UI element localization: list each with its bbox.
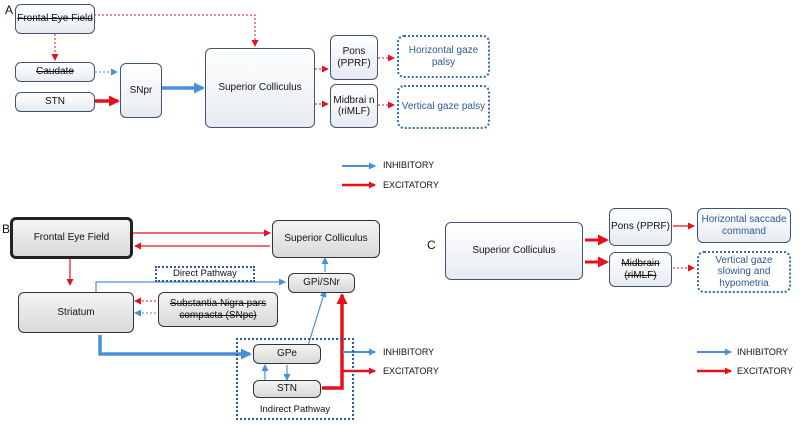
pons-label-c: Pons (PPRF) (611, 221, 670, 233)
superior-colliculus-node-b: Superior Colliculus (272, 220, 380, 258)
legend-a-inhibitory-label: INHIBITORY (383, 160, 435, 170)
substantia-nigra-label: Substantia Nigra pars compacta (SNpc) (169, 298, 267, 321)
superior-colliculus-node-a: Superior Colliculus (205, 48, 315, 128)
horizontal-gaze-palsy-node: Horizontal gaze palsy (397, 35, 490, 78)
gpi-snr-label: GPi/SNr (303, 277, 340, 289)
substantia-nigra-node: Substantia Nigra pars compacta (SNpc) (158, 292, 278, 327)
vertical-gaze-palsy-label: Vertical gaze palsy (401, 101, 486, 113)
snpr-label: SNpr (129, 84, 153, 96)
gpe-node: GPe (253, 344, 321, 364)
panel-c-label: C (427, 238, 436, 252)
stn-node-b: STN (253, 380, 321, 398)
stn-node-a: STN (15, 92, 95, 112)
arrow-striatum-to-gpisnr (95, 278, 286, 292)
pons-node-a: Pons (PPRF) (330, 35, 378, 80)
arrow-striatum-to-gpe (98, 335, 252, 360)
caudate-label: Caudate (36, 66, 74, 78)
horizontal-gaze-palsy-label: Horizontal gaze palsy (408, 45, 479, 68)
superior-colliculus-label-c: Superior Colliculus (472, 245, 556, 257)
striatum-label: Striatum (57, 306, 95, 318)
arrow-gpe-to-gpisnr (305, 290, 327, 353)
legend-c-inhibitory-label: INHIBITORY (737, 347, 789, 357)
midbrain-node-a: Midbrai n (riMLF) (330, 84, 378, 128)
legend-b-excitatory-label: EXCITATORY (383, 366, 439, 376)
caudate-node: Caudate (15, 62, 95, 82)
vertical-gaze-palsy-node: Vertical gaze palsy (397, 85, 490, 129)
direct-pathway-label: Direct Pathway (173, 268, 237, 279)
frontal-eye-field-node-b: Frontal Eye Field (10, 217, 133, 259)
vertical-gaze-slowing-label: Vertical gaze slowing and hypometria (715, 254, 773, 289)
midbrain-label-a: Midbrai n (riMLF) (333, 94, 375, 118)
panel-b-label: B (2, 222, 11, 236)
frontal-eye-field-label-a: Frontal Eye Field (17, 13, 93, 25)
midbrain-node-c: Midbrain (riMLF) (609, 252, 672, 287)
legend-c-excitatory-label: EXCITATORY (737, 366, 793, 376)
arrow-stn-to-gpisnr (322, 293, 348, 390)
gpi-snr-node: GPi/SNr (288, 273, 355, 293)
direct-pathway-frame (155, 266, 255, 282)
horizontal-saccade-node: Horizontal saccade command (697, 208, 791, 243)
striatum-node: Striatum (18, 292, 134, 333)
superior-colliculus-label-b: Superior Colliculus (284, 233, 368, 245)
pons-label-a: Pons (PPRF) (337, 46, 371, 69)
arrow-fef-to-sc (78, 14, 259, 47)
snpr-node: SNpr (120, 63, 162, 118)
indirect-pathway-label: Indirect Pathway (259, 404, 331, 415)
stn-label-b: STN (277, 383, 297, 395)
legend-b-inhibitory-label: INHIBITORY (383, 347, 435, 357)
panel-a-label: A (5, 3, 14, 17)
legend-a-excitatory-label: EXCITATORY (383, 180, 439, 190)
pons-node-c: Pons (PPRF) (609, 208, 672, 246)
horizontal-saccade-label: Horizontal saccade command (701, 214, 787, 237)
frontal-eye-field-label-b: Frontal Eye Field (33, 232, 110, 244)
gpe-label: GPe (276, 348, 297, 360)
stn-label-a: STN (45, 96, 65, 108)
frontal-eye-field-node-a: Frontal Eye Field (15, 4, 95, 34)
indirect-pathway-frame (236, 338, 354, 420)
superior-colliculus-label-a: Superior Colliculus (218, 82, 302, 94)
vertical-gaze-slowing-node: Vertical gaze slowing and hypometria (697, 251, 791, 293)
midbrain-label-c: Midbrain (riMLF) (621, 258, 660, 281)
superior-colliculus-node-c: Superior Colliculus (445, 222, 583, 280)
